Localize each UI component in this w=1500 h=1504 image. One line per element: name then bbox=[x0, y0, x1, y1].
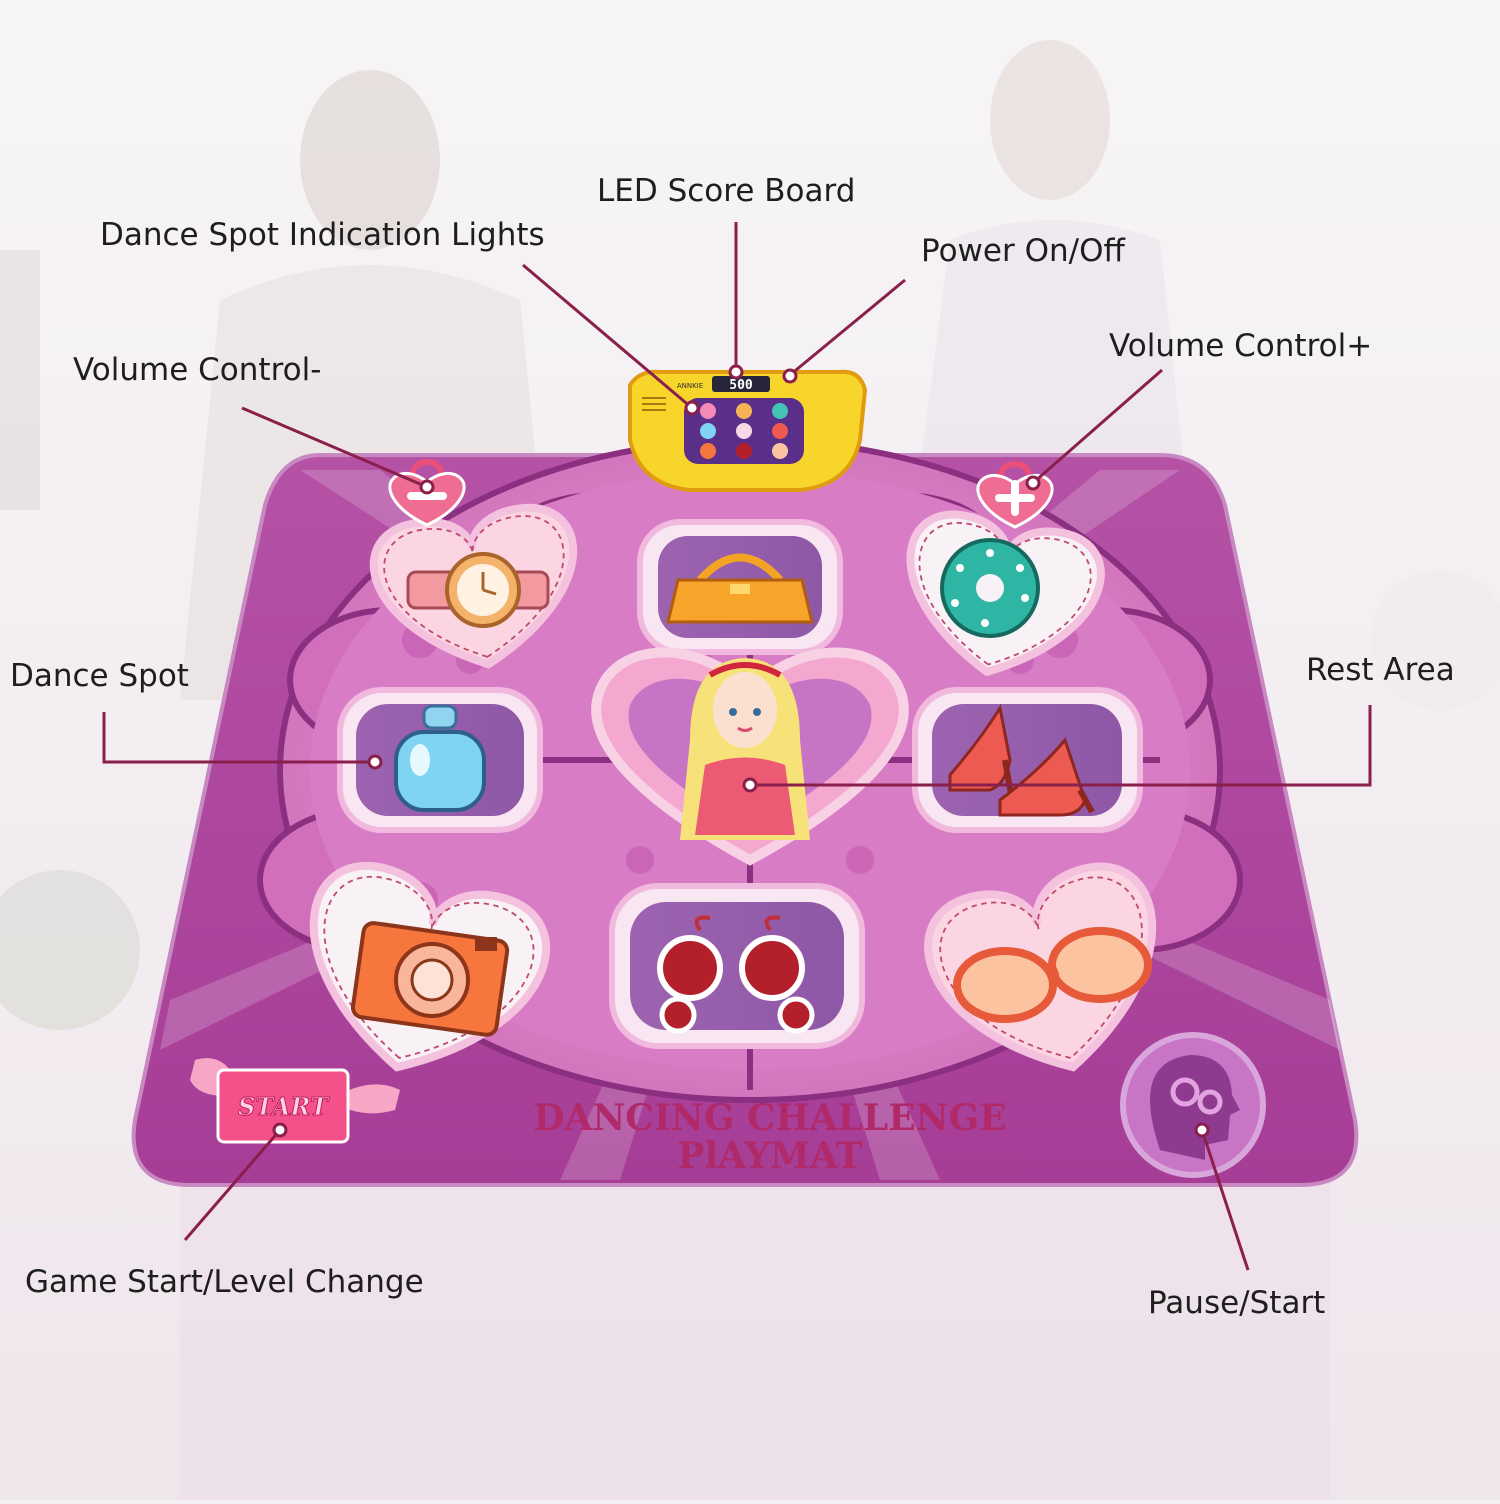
dance-spot-perfume[interactable] bbox=[337, 687, 543, 833]
heels-icon bbox=[948, 703, 1095, 817]
label-rest-area: Rest Area bbox=[1306, 652, 1455, 688]
dance-spot-handbag[interactable] bbox=[637, 519, 843, 655]
sunglasses-icon bbox=[953, 927, 1152, 1023]
console-brand: ANNKIE bbox=[677, 382, 703, 390]
start-envelope-icon bbox=[216, 1068, 350, 1144]
scrunchie-icon bbox=[940, 538, 1040, 638]
control-console: 500 ANNKIE bbox=[628, 369, 868, 492]
leader-lines bbox=[102, 222, 1372, 1271]
earrings-icon bbox=[657, 915, 815, 1034]
led-score-display bbox=[712, 376, 770, 392]
label-game-start: Game Start/Level Change bbox=[25, 1264, 424, 1300]
led-score-value: 500 bbox=[729, 378, 753, 393]
indicator-light bbox=[736, 403, 752, 419]
rest-area-heart[interactable] bbox=[591, 647, 909, 866]
label-dance-spot: Dance Spot bbox=[10, 658, 189, 694]
dance-spot-heels[interactable] bbox=[912, 687, 1143, 833]
indicator-light bbox=[700, 403, 716, 419]
label-pause-start: Pause/Start bbox=[1148, 1285, 1326, 1321]
label-dance-spot-indication-lights: Dance Spot Indication Lights bbox=[100, 217, 545, 253]
game-start-button[interactable]: START bbox=[190, 1058, 400, 1144]
indicator-light bbox=[736, 423, 752, 439]
mat-title-line2: PlAYMAT bbox=[677, 1135, 862, 1177]
label-volume-plus: Volume Control+ bbox=[1109, 328, 1373, 364]
watch-icon bbox=[406, 552, 550, 628]
indicator-light bbox=[736, 443, 752, 459]
indicator-light bbox=[772, 423, 788, 439]
perfume-icon bbox=[394, 704, 486, 812]
mat-title-line1: DANCING CHALLENGE bbox=[533, 1097, 1006, 1139]
pause-start-button[interactable] bbox=[1120, 1032, 1266, 1178]
indicator-light bbox=[700, 423, 716, 439]
indicator-light bbox=[772, 403, 788, 419]
indicator-light bbox=[700, 443, 716, 459]
dance-spot-earrings[interactable] bbox=[609, 883, 865, 1049]
doll-icon bbox=[680, 658, 810, 840]
camera-icon bbox=[350, 921, 510, 1037]
label-volume-minus: Volume Control- bbox=[73, 352, 322, 388]
start-label: START bbox=[238, 1092, 330, 1121]
brain-gears-icon bbox=[1150, 1055, 1240, 1160]
indicator-light bbox=[772, 443, 788, 459]
handbag-icon bbox=[666, 553, 814, 624]
label-power: Power On/Off bbox=[921, 233, 1125, 269]
label-led-score-board: LED Score Board bbox=[597, 173, 856, 209]
